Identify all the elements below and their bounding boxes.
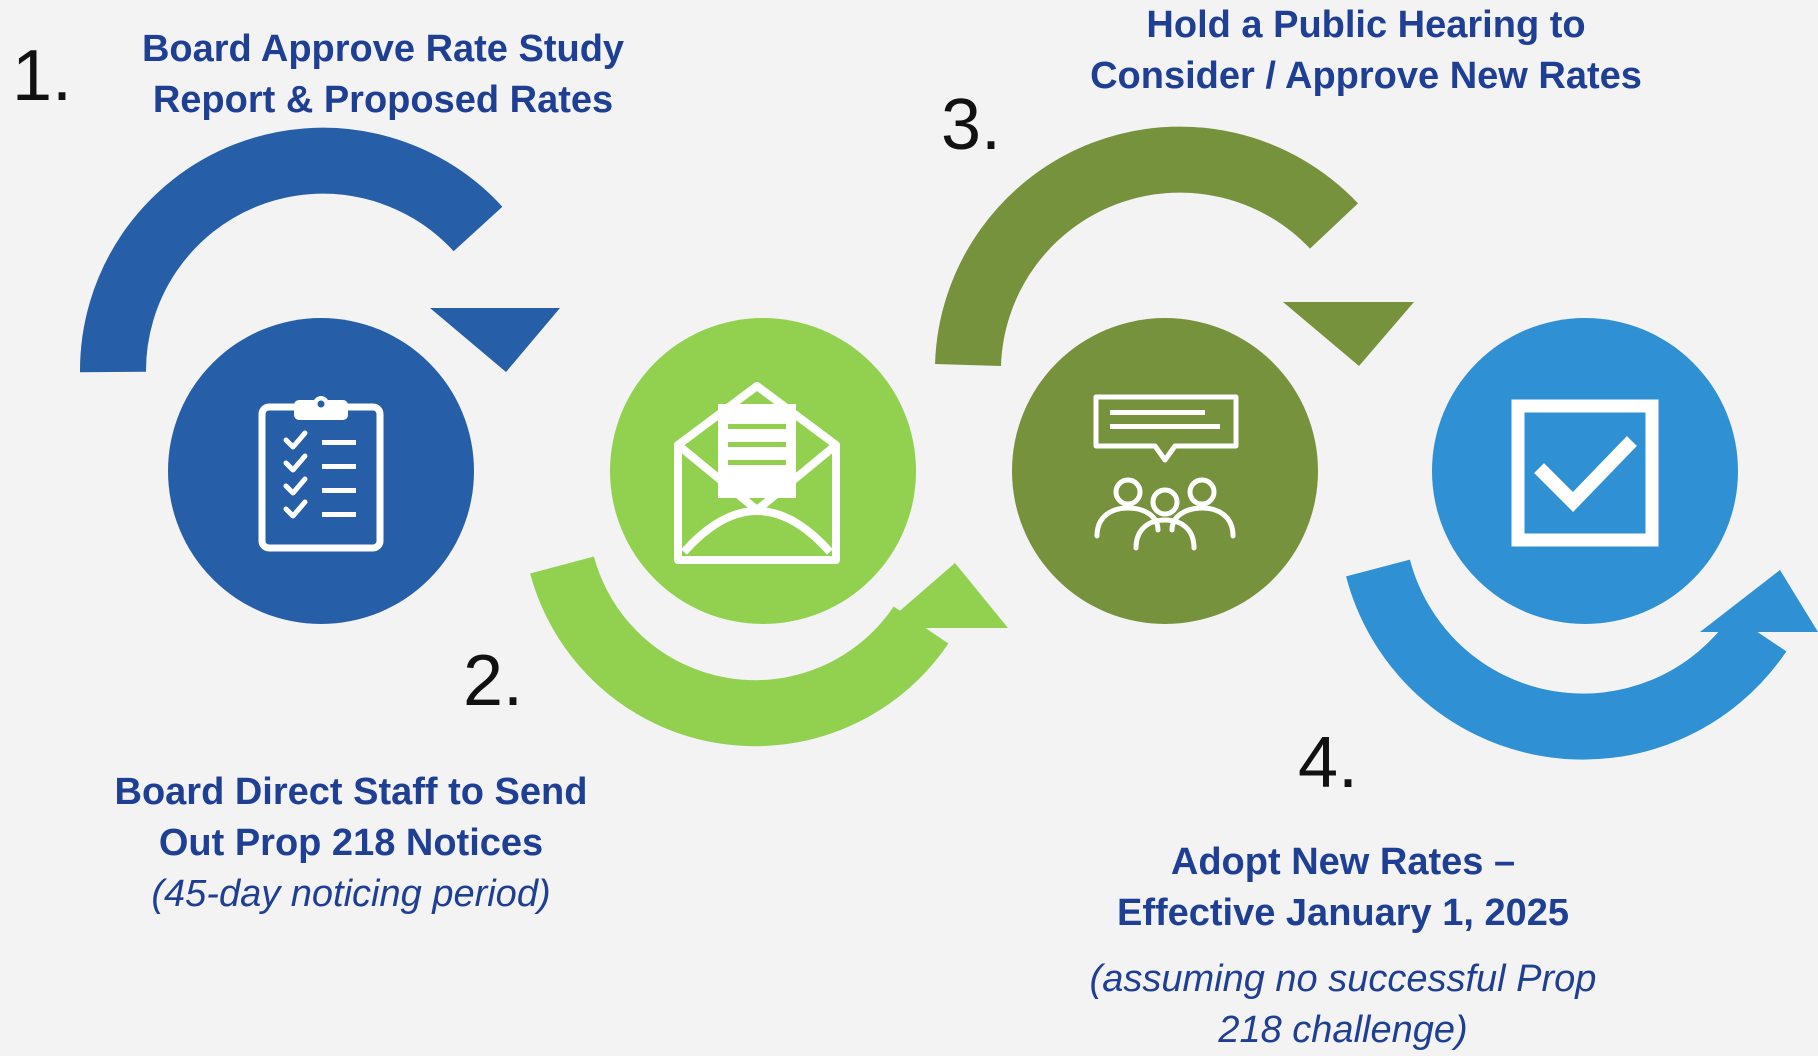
arrow-step-3	[935, 126, 1414, 367]
arrow-step-2	[530, 555, 1008, 747]
step-4-title-line-1: Adopt New Rates –	[1170, 841, 1516, 883]
step-4-title-line-2: Effective January 1, 2025	[1116, 892, 1570, 934]
step-2-title-line-1: Board Direct Staff to Send	[114, 771, 588, 813]
step-1-circle	[168, 318, 474, 624]
step-4-note-line-1: (assuming no successful Prop	[1089, 958, 1597, 1000]
step-3-caption: Hold a Public Hearing to Consider / Appr…	[1090, 0, 1642, 102]
step-4-caption: Adopt New Rates – Effective January 1, 2…	[1090, 837, 1597, 1056]
step-1-title-line-2: Report & Proposed Rates	[152, 79, 614, 121]
step-2-number: 2.	[463, 641, 524, 721]
checked-box-icon	[1511, 399, 1659, 547]
clipboard-checklist-icon	[258, 396, 384, 552]
arrow-2-head	[880, 563, 1008, 628]
step-4-note-line-2: 218 challenge)	[1218, 1009, 1468, 1051]
step-3-circle	[1012, 318, 1318, 624]
arrow-4-head	[1700, 570, 1818, 632]
step-2-title-line-2: Out Prop 218 Notices	[158, 822, 544, 864]
arrow-2-arc	[530, 555, 949, 747]
step-4-circle	[1432, 318, 1738, 624]
step-3-number: 3.	[941, 85, 1002, 165]
step-3-title-line-1: Hold a Public Hearing to	[1146, 4, 1586, 46]
arrow-step-1	[79, 127, 560, 373]
step-2-note: (45-day noticing period)	[151, 873, 551, 915]
arrow-4-arc	[1346, 559, 1787, 760]
arrow-1-arc	[79, 127, 503, 373]
step-3-title-line-2: Consider / Approve New Rates	[1090, 55, 1642, 97]
arrow-3-arc	[935, 126, 1358, 367]
public-meeting-speech-bubble-icon	[1093, 394, 1239, 551]
arrow-step-4	[1346, 559, 1818, 760]
arrow-3-head	[1283, 302, 1414, 366]
step-2-circle	[610, 318, 916, 624]
step-4-number: 4.	[1298, 723, 1359, 803]
open-envelope-letter-icon	[674, 382, 840, 564]
step-1-caption: Board Approve Rate Study Report & Propos…	[142, 24, 624, 126]
arrow-1-head	[430, 308, 560, 372]
step-1-title-line-1: Board Approve Rate Study	[141, 28, 625, 70]
step-2-caption: Board Direct Staff to Send Out Prop 218 …	[115, 767, 588, 920]
step-1-number: 1.	[12, 36, 73, 116]
